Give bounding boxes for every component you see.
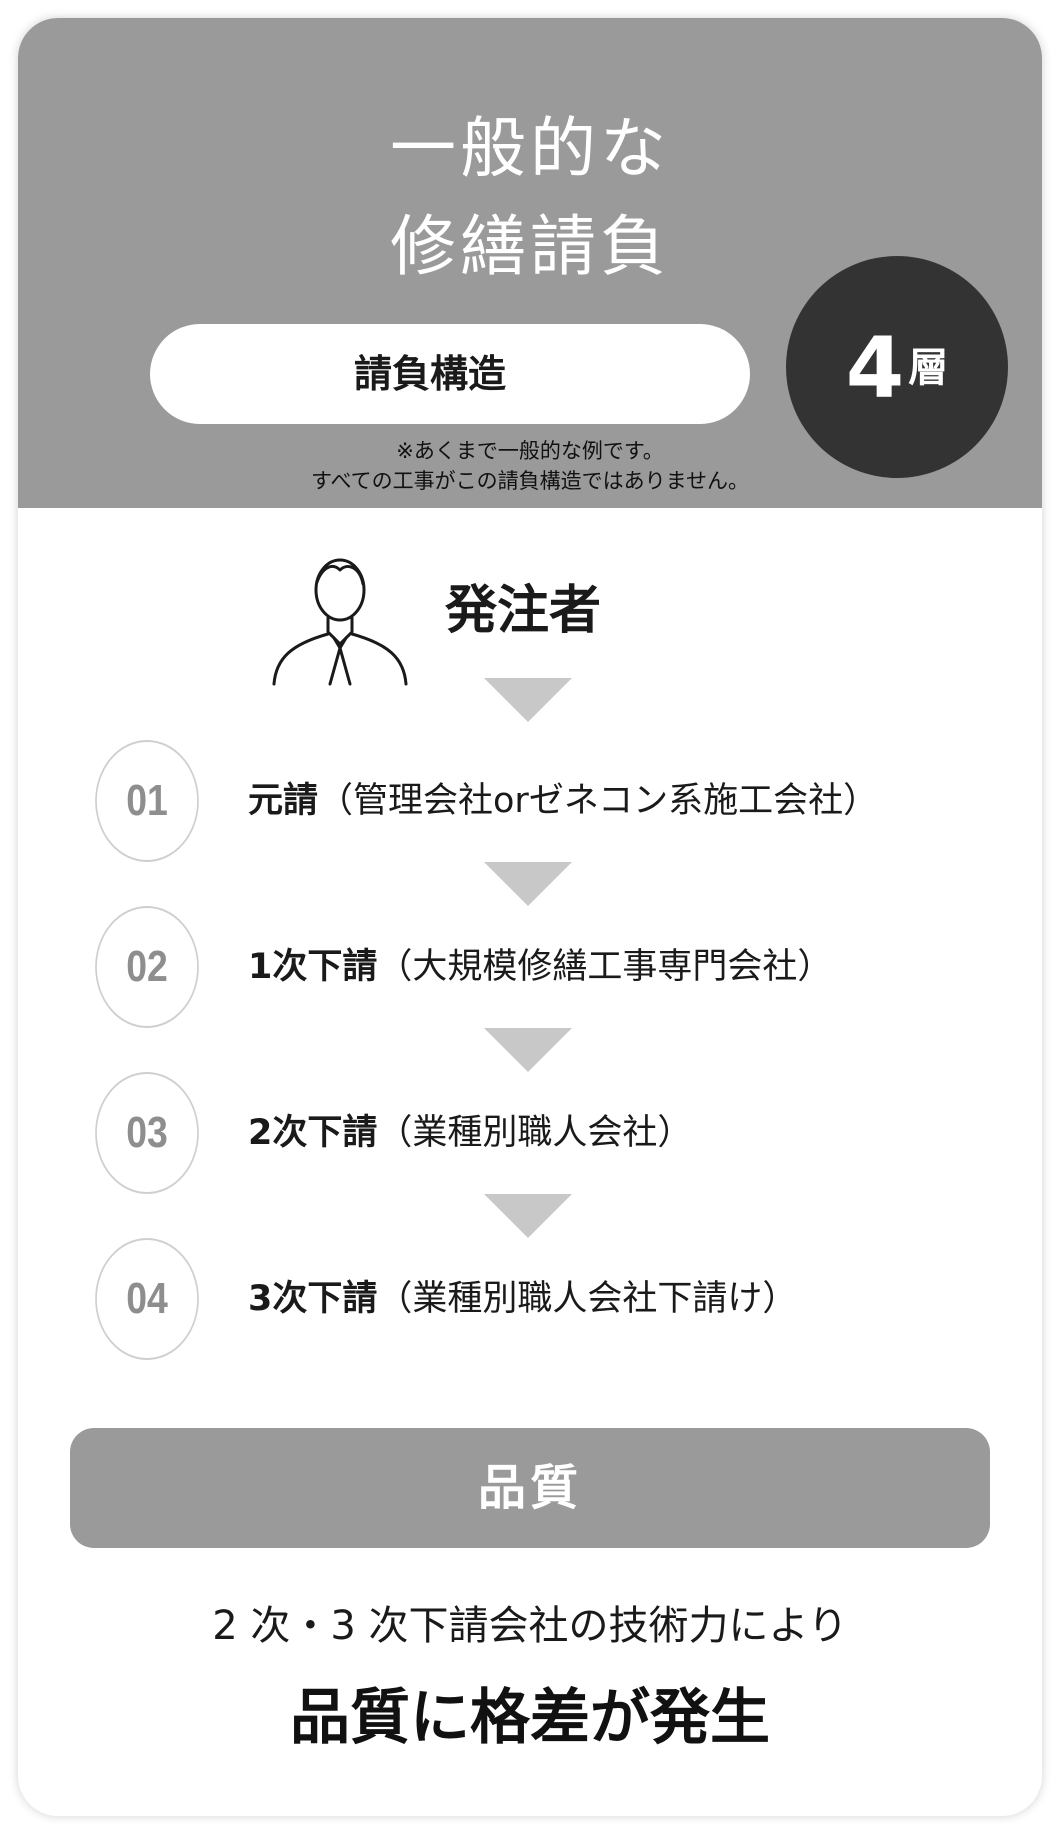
page-title: 一般的な 修繕請負 <box>18 100 1042 296</box>
quality-conclusion: 品質に格差が発生 <box>290 1683 770 1753</box>
down-arrow-icon <box>484 678 572 722</box>
title-line-1: 一般的な <box>390 110 670 187</box>
tier-name: 2次下請 <box>248 1113 378 1153</box>
tier-detail: （業種別職人会社下請け） <box>377 1279 798 1319</box>
down-arrow-icon <box>484 862 572 906</box>
layer-unit: 層 <box>908 344 949 391</box>
tier-row: 01 元請（管理会社orゼネコン系施工会社） <box>86 740 986 862</box>
tier-name: 1次下請 <box>248 947 378 987</box>
client-block: 発注者 <box>270 548 830 688</box>
tier-row: 04 3次下請（業種別職人会社下請け） <box>86 1238 986 1360</box>
tier-text: 元請（管理会社orゼネコン系施工会社） <box>248 740 878 862</box>
layer-count: 4 <box>845 318 905 417</box>
tier-number: 03 <box>95 1072 199 1194</box>
tier-detail: （大規模修繕工事専門会社） <box>377 947 833 987</box>
tier-text: 2次下請（業種別職人会社） <box>248 1072 692 1194</box>
down-arrow-icon <box>484 1194 572 1238</box>
tier-name: 元請 <box>248 781 319 821</box>
note-line-2: すべての工事がこの請負構造ではありません。 <box>310 469 750 493</box>
tier-number: 01 <box>95 740 199 862</box>
tier-name: 3次下請 <box>248 1279 378 1319</box>
tier-number: 02 <box>95 906 199 1028</box>
tier-text: 1次下請（大規模修繕工事専門会社） <box>248 906 832 1028</box>
tier-row: 02 1次下請（大規模修繕工事専門会社） <box>86 906 986 1028</box>
tier-number: 04 <box>95 1238 199 1360</box>
down-arrow-icon <box>484 1028 572 1072</box>
disclaimer-note: ※あくまで一般的な例です。 すべての工事がこの請負構造ではありません。 <box>18 436 1042 496</box>
structure-label: 請負構造 <box>150 324 750 424</box>
tier-text: 3次下請（業種別職人会社下請け） <box>248 1238 797 1360</box>
title-line-2: 修繕請負 <box>390 208 670 285</box>
person-icon <box>272 558 408 686</box>
client-label: 発注者 <box>445 581 602 641</box>
note-line-1: ※あくまで一般的な例です。 <box>396 439 664 463</box>
quality-summary: 2 次・3 次下請会社の技術力により <box>212 1603 848 1649</box>
tier-detail: （管理会社orゼネコン系施工会社） <box>318 781 879 821</box>
tier-detail: （業種別職人会社） <box>377 1113 693 1153</box>
tier-row: 03 2次下請（業種別職人会社） <box>86 1072 986 1194</box>
quality-banner: 品質 <box>70 1428 990 1548</box>
